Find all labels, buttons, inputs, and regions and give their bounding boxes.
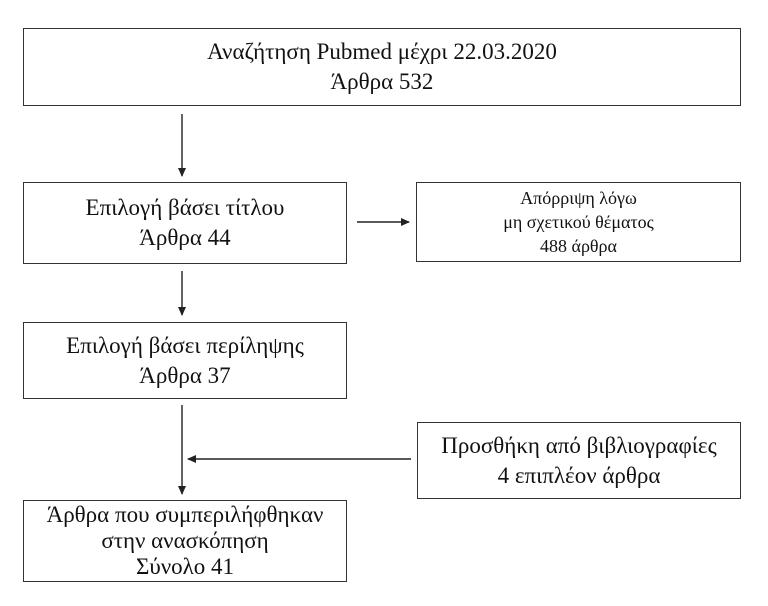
included-box: Άρθρα που συμπεριλήφθηκαν στην ανασκόπησ…: [23, 500, 347, 582]
search-box: Αναζήτηση Pubmed μέχρι 22.03.2020 Άρθρα …: [23, 28, 741, 106]
abstract-screening-box: Επιλογή βάσει περίληψης Άρθρα 37: [23, 322, 347, 399]
added-line-1: Προσθήκη από βιβλιογραφίες: [441, 432, 717, 458]
title-screening-line-2: Άρθρα 44: [139, 225, 231, 250]
added-line-2: 4 επιπλέον άρθρα: [497, 462, 661, 488]
title-screening-box: Επιλογή βάσει τίτλου Άρθρα 44: [23, 182, 347, 264]
included-line-3: Σύνολο 41: [135, 554, 235, 579]
abstract-screening-line-1: Επιλογή βάσει περίληψης: [66, 332, 304, 358]
excluded-line-3: 488 άρθρα: [540, 236, 617, 256]
excluded-line-2: μη σχετικού θέματος: [503, 212, 654, 232]
included-line-2: στην ανασκόπηση: [101, 528, 269, 553]
excluded-line-1: Απόρριψη λόγω: [520, 188, 637, 208]
added-from-references-box: Προσθήκη από βιβλιογραφίες 4 επιπλέον άρ…: [417, 422, 741, 499]
title-screening-line-1: Επιλογή βάσει τίτλου: [85, 195, 285, 220]
included-line-1: Άρθρα που συμπεριλήφθηκαν: [46, 502, 324, 527]
search-box-line-2: Άρθρα 532: [330, 69, 434, 94]
excluded-box: Απόρριψη λόγω μη σχετικού θέματος 488 άρ…: [416, 182, 741, 262]
search-box-line-1: Αναζήτηση Pubmed μέχρι 22.03.2020: [207, 39, 557, 64]
abstract-screening-line-2: Άρθρα 37: [139, 362, 231, 388]
